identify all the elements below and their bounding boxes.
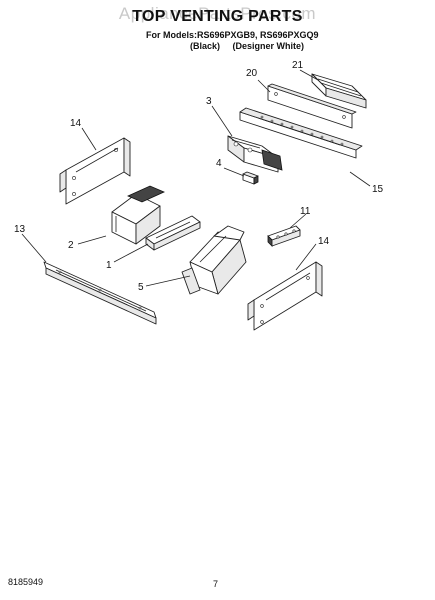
callout-21: 21 bbox=[292, 60, 304, 71]
callout-numbers: 20 21 3 4 15 14 2 1 5 13 11 14 bbox=[14, 60, 384, 293]
part-15-vent-rail bbox=[239, 107, 363, 159]
callout-15: 15 bbox=[372, 184, 384, 195]
part-14-left-bracket bbox=[59, 137, 131, 205]
part-2-duct bbox=[111, 185, 165, 245]
part-5-vent-shroud bbox=[181, 225, 247, 295]
part-14-right-panel bbox=[247, 261, 323, 331]
callout-13: 13 bbox=[14, 224, 26, 235]
part-4-connector bbox=[242, 171, 259, 185]
callout-2: 2 bbox=[68, 240, 74, 251]
callout-14-right: 14 bbox=[318, 236, 330, 247]
part-21-vent-cover bbox=[311, 73, 367, 109]
finish-line: (Black) (Designer White) bbox=[190, 41, 314, 51]
watermark: AppliancePartsPros.com bbox=[118, 4, 317, 23]
part-20-bracket bbox=[267, 83, 357, 129]
callout-3: 3 bbox=[206, 96, 212, 107]
part-11-terminal-block bbox=[267, 225, 301, 247]
page-number: 7 bbox=[213, 579, 219, 589]
callout-20: 20 bbox=[246, 68, 258, 79]
document-number: 8185949 bbox=[8, 577, 44, 587]
callout-14-left: 14 bbox=[70, 118, 82, 129]
callout-4: 4 bbox=[216, 158, 222, 169]
part-1-filter bbox=[145, 215, 201, 251]
callout-11: 11 bbox=[300, 206, 311, 217]
page-title: TOP VENTING PARTS bbox=[132, 8, 303, 25]
part-13-trim-strip bbox=[43, 261, 157, 325]
callout-1: 1 bbox=[106, 260, 112, 271]
part-3-fan-motor bbox=[227, 135, 283, 173]
finish-white: (Designer White) bbox=[232, 41, 305, 51]
callout-5: 5 bbox=[138, 282, 144, 293]
leader-lines bbox=[21, 69, 371, 287]
finish-black: (Black) bbox=[190, 41, 221, 51]
models-line: For Models:RS696PXGB9, RS696PXGQ9 bbox=[146, 30, 319, 40]
